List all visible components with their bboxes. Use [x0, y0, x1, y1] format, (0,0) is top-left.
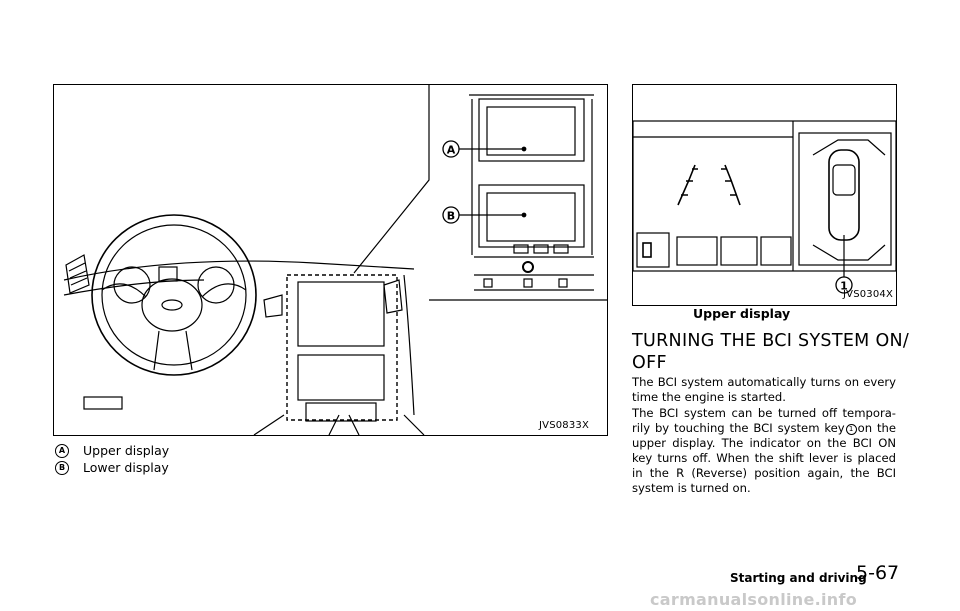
callout-b: B — [447, 210, 455, 223]
section-heading: TURNING THE BCI SYSTEM ON/ OFF — [632, 331, 910, 373]
legend-label-a: Upper display — [83, 443, 170, 458]
legend-item-a: A Upper display — [55, 443, 169, 458]
inline-key-badge: 1 — [845, 424, 857, 435]
page-number: 5-67 — [856, 562, 900, 584]
legend-label-b: Lower display — [83, 460, 169, 475]
paragraph-turn-off-start: The BCI system can be turned off tempora… — [632, 406, 896, 435]
callout-1: 1 — [840, 280, 848, 293]
upper-display-illustration: 1 — [632, 84, 897, 306]
figure-code-left: JVS0833X — [539, 420, 590, 431]
watermark-text: carmanualsonline.info — [650, 590, 858, 609]
legend-item-b: B Lower display — [55, 460, 169, 475]
figure-code-right: JVS0304X — [843, 289, 894, 300]
dashboard-illustration: A B — [53, 84, 608, 436]
callout-a: A — [447, 144, 456, 157]
legend-badge-b: B — [55, 460, 69, 475]
paragraph-turn-off: The BCI system can be turned off tempora… — [632, 406, 896, 496]
footer-section-name: Starting and driving — [730, 571, 867, 585]
legend-badge-a: A — [55, 443, 69, 458]
dashboard-drawing: A B — [63, 85, 607, 435]
paragraph-turn-off-end: on the upper display. The indicator on t… — [632, 421, 896, 495]
paragraph-auto-on: The BCI system automatically turns on ev… — [632, 375, 896, 404]
figure-caption-right: Upper display — [693, 306, 791, 321]
upper-display-drawing: 1 — [633, 120, 896, 294]
